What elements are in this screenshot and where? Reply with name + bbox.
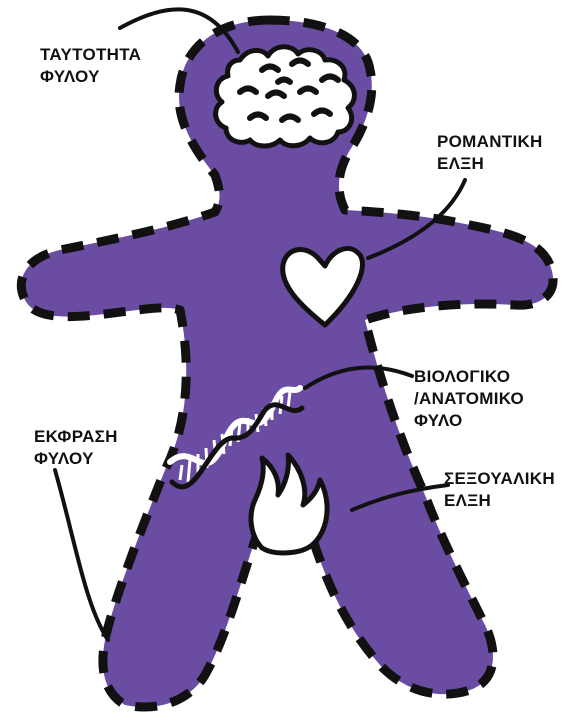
connector-gender-expression — [55, 470, 108, 640]
label-line: ΕΚΦΡΑΣΗ — [34, 426, 118, 448]
label-line: ΦΥΛΟ — [414, 410, 524, 432]
label-gender-identity: ΤΑΥΤΟΤΗΤΑ ΦΥΛΟΥ — [40, 44, 141, 88]
label-biological-sex: ΒΙΟΛΟΓΙΚΟ /ΑΝΑΤΟΜΙΚΟ ΦΥΛΟ — [414, 366, 524, 432]
label-gender-expression: ΕΚΦΡΑΣΗ ΦΥΛΟΥ — [34, 426, 118, 470]
label-line: /ΑΝΑΤΟΜΙΚΟ — [414, 388, 524, 410]
label-line: ΦΥΛΟΥ — [40, 66, 141, 88]
label-line: ΦΥΛΟΥ — [34, 448, 118, 470]
label-romantic-attraction: ΡΟΜΑΝΤΙΚΗ ΕΛΞΗ — [437, 131, 543, 175]
label-line: ΕΛΞΗ — [444, 490, 555, 512]
label-line: ΣΕΞΟΥΑΛΙΚΗ — [444, 468, 555, 490]
label-line: ΒΙΟΛΟΓΙΚΟ — [414, 366, 524, 388]
brain-icon — [216, 47, 355, 146]
label-line: ΕΛΞΗ — [437, 153, 543, 175]
label-sexual-attraction: ΣΕΞΟΥΑΛΙΚΗ ΕΛΞΗ — [444, 468, 555, 512]
label-line: ΡΟΜΑΝΤΙΚΗ — [437, 131, 543, 153]
label-line: ΤΑΥΤΟΤΗΤΑ — [40, 44, 141, 66]
